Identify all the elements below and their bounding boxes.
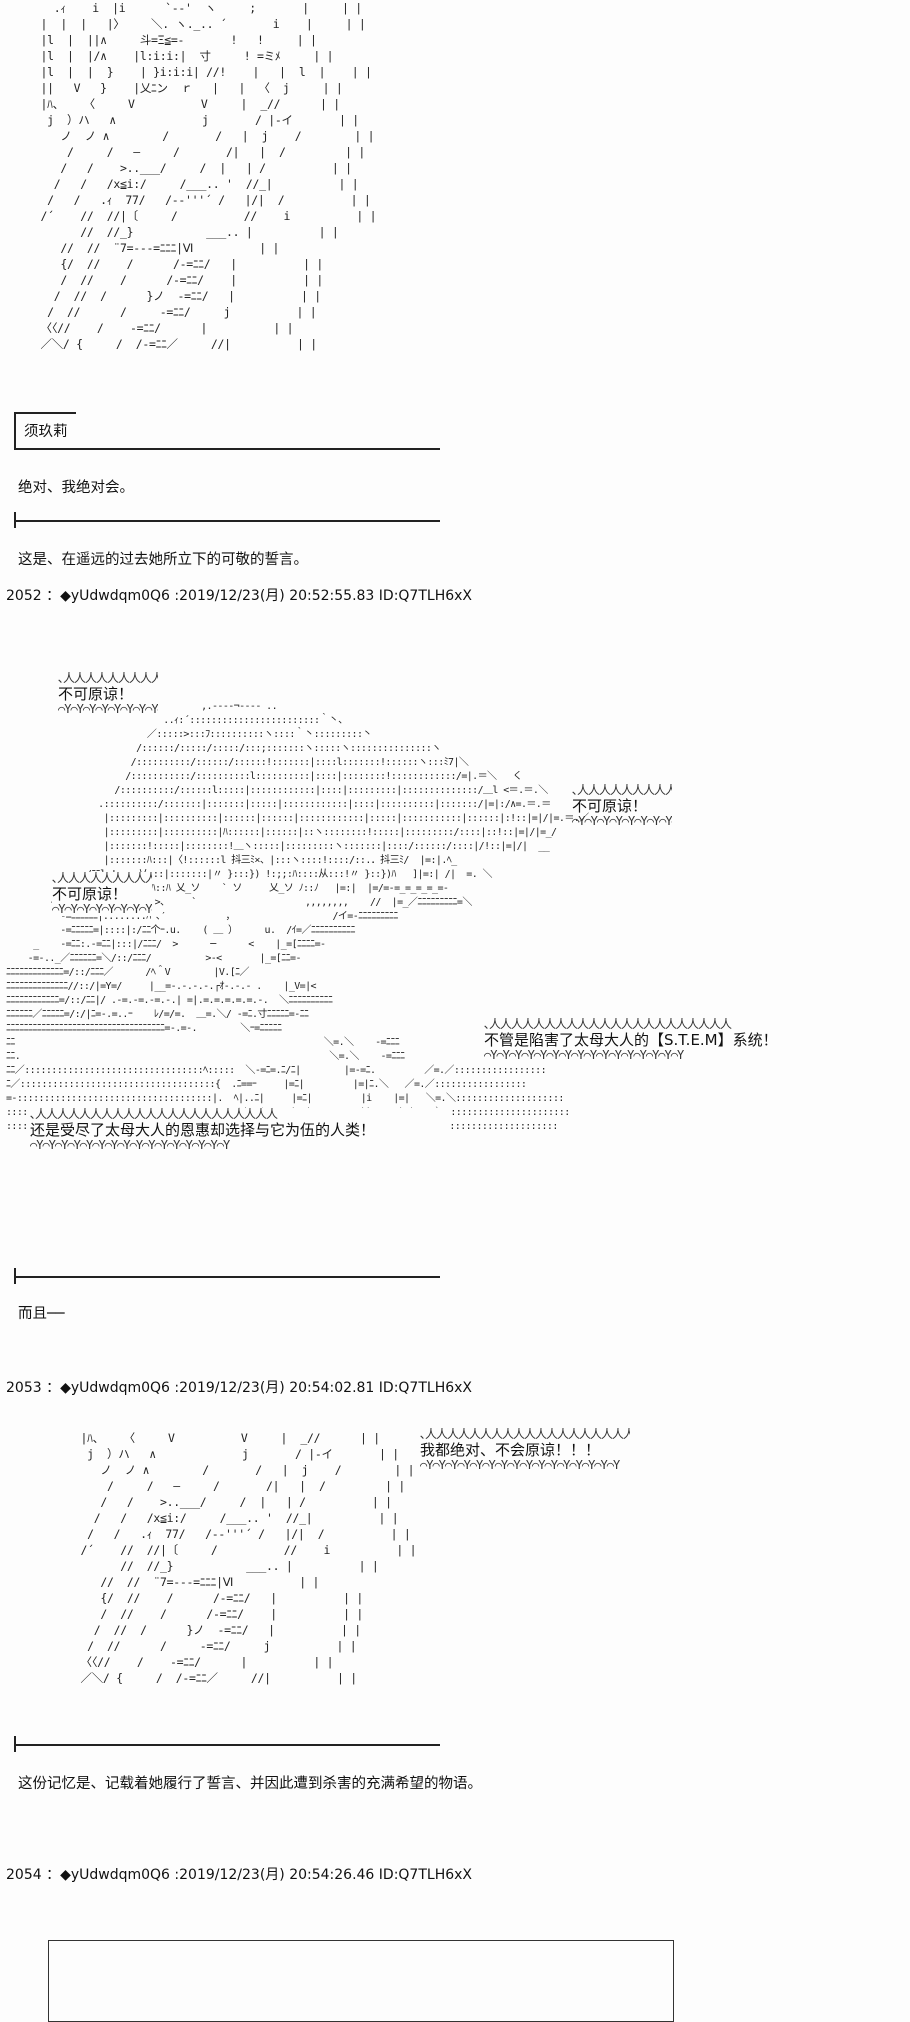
divider-rule-tick [14,1268,16,1284]
speech-bubble: ､人人人人人人人人人人人人人人人人人人人人人人 不可原谅！ ⌒Y⌒Y⌒Y⌒Y⌒Y… [52,872,152,916]
bubble-spikes-bottom: ⌒Y⌒Y⌒Y⌒Y⌒Y⌒Y⌒Y⌒Y⌒Y⌒Y⌒Y⌒Y⌒Y⌒Y⌒Y⌒Y [30,1139,230,1152]
divider-rule-tick [14,512,16,528]
speech-bubble: ､人人人人人人人人人人人人人人人人人人人人人人 不可原谅！ ⌒Y⌒Y⌒Y⌒Y⌒Y… [58,672,158,716]
ascii-art-figure-pointing: |ﾊ、 〈 V V | _// | | j ）ハ ∧ j / |‐イ | | ノ… [80,1431,417,1685]
narration-line: 这份记忆是、记载着她履行了誓言、并因此遭到杀害的充满希望的物语。 [18,1776,482,1792]
ascii-art-group-scene: ,.-‐‐‐¬‐‐‐- .. ..ｨ:´::::::::::::::::::::… [6,701,589,1132]
bubble-spikes-top: ､人人人人人人人人人人人人人人人人人人人人人人 [572,784,672,797]
bubble-text: 不可原谅！ [572,797,648,815]
speaker-name: 须玖莉 [24,424,68,440]
bubble-text: 还是受尽了太母大人的恩惠却选择与它为伍的人类！ [30,1121,376,1139]
ascii-art-figure-top: .ｨ i |i `‐‐' ヽ ; | | | | | | |〉 ＼. ヽ._..… [40,1,377,351]
bubble-spikes-top: ､人人人人人人人人人人人人人人人人人人人人人人 [30,1108,278,1121]
bubble-spikes-bottom: ⌒Y⌒Y⌒Y⌒Y⌒Y⌒Y⌒Y⌒Y⌒Y⌒Y⌒Y⌒Y⌒Y⌒Y⌒Y⌒Y [420,1459,620,1472]
bubble-spikes-bottom: ⌒Y⌒Y⌒Y⌒Y⌒Y⌒Y⌒Y⌒Y⌒Y⌒Y⌒Y⌒Y⌒Y⌒Y⌒Y⌒Y [484,1049,684,1062]
speech-bubble: ､人人人人人人人人人人人人人人人人人人人人人人 不管是陷害了太母大人的【S.T.… [484,1018,794,1062]
post-header: 2053 ：◆yUdwdqm0Q6 :2019/12/23(月) 20:54:0… [6,1380,472,1396]
bubble-spikes-top: ､人人人人人人人人人人人人人人人人人人人人人人 [420,1428,630,1441]
divider-rule [14,520,440,522]
speaker-box-corner-left [14,412,16,448]
bubble-spikes-top: ､人人人人人人人人人人人人人人人人人人人人人人 [484,1018,732,1031]
divider-rule [14,1744,440,1746]
speaker-box: 须玖莉 [14,412,440,450]
bubble-text: 不可原谅！ [52,885,128,903]
bubble-text: 不可原谅！ [58,685,134,703]
speech-bubble: ､人人人人人人人人人人人人人人人人人人人人人人 还是受尽了太母大人的恩惠却选择与… [30,1108,450,1152]
bubble-text: 我都绝对、不会原谅！！！ [420,1441,601,1459]
post-header: 2052 ：◆yUdwdqm0Q6 :2019/12/23(月) 20:52:5… [6,588,472,604]
divider-rule [14,1276,440,1278]
narration-line: 而且── [18,1306,65,1322]
narration-line: 这是、在遥远的过去她所立下的可敬的誓言。 [18,552,308,568]
speaker-box-corner-top [14,412,76,414]
bubble-text: 不管是陷害了太母大人的【S.T.E.M】系统！ [484,1031,778,1049]
speech-bubble: ､人人人人人人人人人人人人人人人人人人人人人人 我都绝对、不会原谅！！！ ⌒Y⌒… [420,1428,630,1472]
post-header: 2054 ：◆yUdwdqm0Q6 :2019/12/23(月) 20:54:2… [6,1867,472,1883]
bubble-spikes-top: ､人人人人人人人人人人人人人人人人人人人人人人 [52,872,152,885]
dialogue-line: 绝对、我绝对会。 [18,480,134,496]
speech-bubble: ､人人人人人人人人人人人人人人人人人人人人人人 不可原谅！ ⌒Y⌒Y⌒Y⌒Y⌒Y… [572,784,672,828]
bubble-spikes-bottom: ⌒Y⌒Y⌒Y⌒Y⌒Y⌒Y⌒Y⌒Y⌒Y⌒Y⌒Y⌒Y⌒Y⌒Y⌒Y⌒Y [58,703,158,716]
bubble-spikes-bottom: ⌒Y⌒Y⌒Y⌒Y⌒Y⌒Y⌒Y⌒Y⌒Y⌒Y⌒Y⌒Y⌒Y⌒Y⌒Y⌒Y [52,903,152,916]
divider-rule-tick [14,1736,16,1752]
bubble-spikes-top: ､人人人人人人人人人人人人人人人人人人人人人人 [58,672,158,685]
panel-frame [48,1940,674,2022]
bubble-spikes-bottom: ⌒Y⌒Y⌒Y⌒Y⌒Y⌒Y⌒Y⌒Y⌒Y⌒Y⌒Y⌒Y⌒Y⌒Y⌒Y⌒Y [572,815,672,828]
